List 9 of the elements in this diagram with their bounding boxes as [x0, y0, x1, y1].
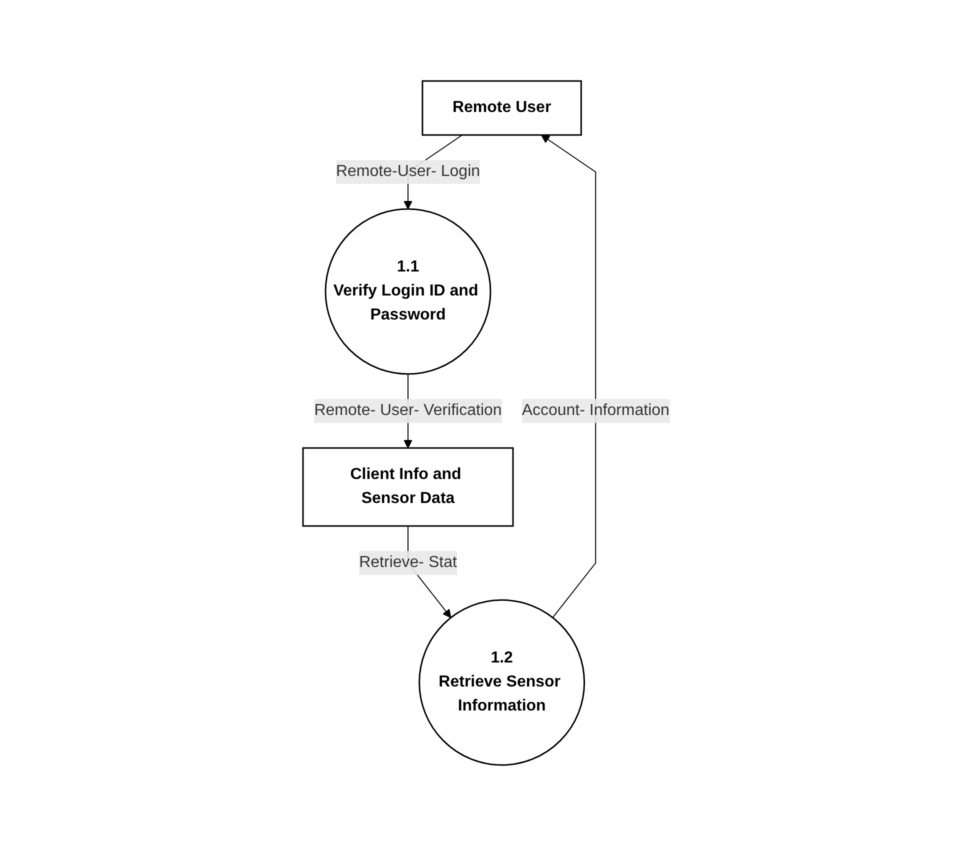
- node-circle: 1.1 Verify Login ID and Password: [325, 208, 492, 375]
- arrow: [541, 134, 596, 618]
- edge-label: Remote- User- Verification: [314, 402, 502, 419]
- edge-label: Remote-User- Login: [336, 163, 480, 180]
- edge-label: Retrieve- Stat: [359, 554, 458, 571]
- node-box: Client Info and Sensor Data: [302, 447, 514, 527]
- node-circle: 1.2 Retrieve Sensor Information: [418, 599, 586, 766]
- node-box: Remote User: [422, 80, 582, 136]
- edge-label: Account- Information: [522, 402, 670, 419]
